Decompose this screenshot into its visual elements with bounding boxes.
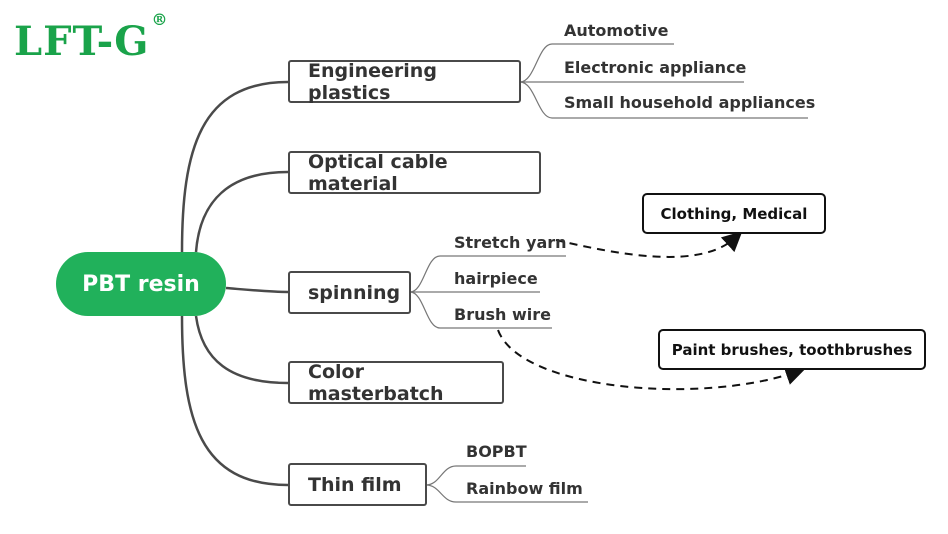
note-clothing-medical: Clothing, Medical <box>642 193 826 234</box>
leaf-hairpiece: hairpiece <box>454 269 538 288</box>
branch-spinning: spinning <box>288 271 411 314</box>
branch-label: Optical cable material <box>308 150 448 195</box>
registered-mark: ® <box>151 9 169 29</box>
note-paint-toothbrushes: Paint brushes, toothbrushes <box>658 329 926 370</box>
leaf-bopbt: BOPBT <box>466 442 527 461</box>
connector-root-color <box>194 315 289 385</box>
branch-label: Thin film <box>308 473 402 496</box>
connector-eng-small <box>519 81 808 119</box>
connector-root-spinning <box>225 286 289 294</box>
connector-film-bopbt <box>425 465 526 486</box>
root-node: PBT resin <box>56 252 226 316</box>
branch-engineering-plastics: Engineering plastics <box>288 59 521 104</box>
leaf-rainbow-film: Rainbow film <box>466 479 583 498</box>
branch-thin-film: Thin film <box>288 463 427 506</box>
note-label: Clothing, Medical <box>660 204 808 223</box>
logo: LFT-G® <box>14 11 168 62</box>
logo-text: LFT-G <box>14 18 150 65</box>
root-label: PBT resin <box>82 271 200 297</box>
leaf-electronic-appliance: Electronic appliance <box>564 58 747 77</box>
leaf-small-household: Small household appliances <box>564 93 816 112</box>
branch-label: spinning <box>308 281 401 304</box>
connector-spin-stretch <box>409 255 566 293</box>
connector-root-optical <box>194 170 289 253</box>
connector-spin-brush <box>409 291 552 329</box>
note-label: Paint brushes, toothbrushes <box>671 340 913 359</box>
branch-color-masterbatch: Color masterbatch <box>288 360 504 405</box>
branch-label: Color masterbatch <box>308 360 444 405</box>
connector-eng-automotive <box>519 43 674 83</box>
dashed-arrow-clothing <box>555 231 743 258</box>
leaf-stretch-yarn: Stretch yarn <box>454 233 567 252</box>
branch-optical-cable: Optical cable material <box>288 150 541 195</box>
leaf-brush-wire: Brush wire <box>454 305 551 324</box>
leaf-automotive: Automotive <box>564 21 669 40</box>
connector-film-rainbow <box>425 484 588 503</box>
branch-label: Engineering plastics <box>308 59 437 104</box>
connector-root-engineering <box>180 80 289 253</box>
connector-root-film <box>180 315 289 487</box>
